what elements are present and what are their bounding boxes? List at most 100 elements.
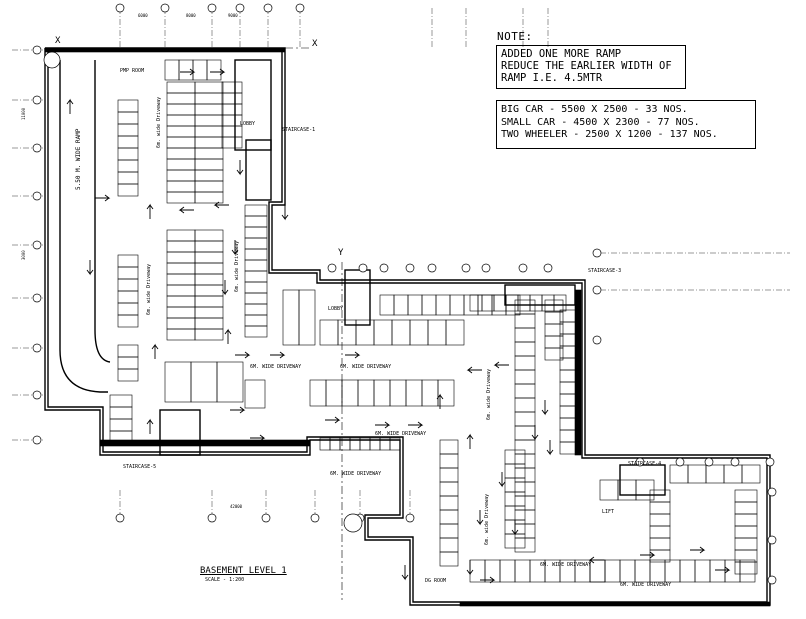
grid-bubble [481, 263, 491, 273]
parking-bay [439, 537, 459, 553]
parking-bay [734, 501, 758, 515]
parking-bay [244, 281, 268, 294]
parking-bay [194, 273, 224, 286]
parking-bay [194, 295, 224, 308]
stair-label: STAIRCASE-4 [628, 461, 661, 467]
parking-bay [734, 513, 758, 527]
parking-bay [166, 240, 196, 253]
parking-bay [325, 379, 343, 407]
driveway-label: 6m. wide Driveway [156, 97, 162, 148]
traffic-arrow [531, 425, 539, 441]
parking-bay [194, 317, 224, 330]
grid-bubble [207, 3, 217, 13]
lobby-label: LOBBY [240, 121, 255, 127]
driveway-label: 6M. WIDE DRIVEWAY [330, 471, 381, 477]
parking-bay [194, 114, 224, 127]
parking-bay [514, 397, 536, 413]
spec-row: TWO WHEELER - 2500 X 1200 - 137 NOS. [501, 129, 718, 140]
dim-label: 9000 [228, 13, 238, 18]
parking-bay [244, 215, 268, 228]
traffic-arrow [511, 520, 519, 536]
parking-bay [389, 379, 407, 407]
traffic-arrow [466, 366, 482, 374]
grid-bubble [592, 285, 602, 295]
grid-bubble [32, 143, 42, 153]
drawing-title: BASEMENT LEVEL 1 [200, 566, 287, 576]
note-line: RAMP I.E. 4.5MTR [501, 72, 603, 84]
dim-label: 11000 [21, 107, 26, 120]
building-walls [44, 47, 771, 606]
parking-bay [617, 479, 637, 501]
traffic-arrows [66, 68, 731, 584]
grid-bubble [518, 263, 528, 273]
parking-bay [309, 379, 327, 407]
traffic-arrow [480, 576, 496, 584]
parking-bay [514, 341, 536, 357]
parking-bay [117, 302, 139, 316]
parking-bay [117, 314, 139, 328]
parking-bay [337, 319, 357, 346]
parking-bay [427, 319, 447, 346]
note-line: ADDED ONE MORE RAMP [501, 48, 622, 60]
ramp-curve [94, 60, 111, 363]
parking-bay [649, 513, 671, 527]
parking-bay [194, 262, 224, 275]
dim-label: 8000 [186, 13, 196, 18]
parking-bay [669, 464, 689, 484]
room-label: DG ROOM [425, 578, 446, 584]
parking-bay [166, 169, 196, 182]
traffic-arrow [151, 343, 159, 359]
traffic-arrow [213, 201, 229, 209]
parking-bay [373, 379, 391, 407]
note-heading: NOTE: [497, 30, 533, 43]
traffic-arrow [690, 546, 706, 554]
grid-bubble [767, 487, 777, 497]
traffic-arrow [436, 393, 444, 409]
parking-bay [445, 319, 465, 346]
spec-row: SMALL CAR - 4500 X 2300 - 77 NOS. [501, 116, 700, 128]
parking-bay [469, 294, 483, 312]
parking-bay [705, 464, 725, 484]
grid-bubble [327, 263, 337, 273]
parking-bay [449, 294, 465, 316]
parking-bay [514, 355, 536, 371]
parking-bay [166, 158, 196, 171]
parking-bay [244, 248, 268, 261]
grid-bubble [675, 457, 685, 467]
parking-bay [493, 294, 507, 312]
traffic-arrow [224, 328, 232, 344]
parking-bay [194, 147, 224, 160]
grid-bubble [235, 3, 245, 13]
parking-bay [389, 437, 401, 451]
grid-bubbles [32, 3, 777, 585]
parking-bay [221, 103, 243, 116]
parking-bay [194, 191, 224, 204]
traffic-arrow [325, 416, 341, 424]
parking-bay [244, 303, 268, 316]
parking-bay [221, 125, 243, 138]
parking-bay [166, 92, 196, 105]
driveway-label: 6m. wide Driveway [146, 264, 152, 315]
parking-bay [393, 294, 409, 316]
parking-bay [439, 495, 459, 511]
section-mark: X [312, 39, 318, 49]
parking-bay [619, 559, 636, 583]
parking-bay [244, 226, 268, 239]
parking-bay [194, 328, 224, 341]
parking-bay [166, 284, 196, 297]
parking-bay [166, 251, 196, 264]
traffic-arrow [546, 440, 554, 456]
parking-bay [164, 361, 192, 403]
parking-bay [649, 537, 671, 551]
grid-bubble [543, 263, 553, 273]
parking-bay [734, 561, 758, 575]
driveway-label: 6M. WIDE DRIVEWAY [540, 562, 591, 568]
traffic-arrow [588, 556, 604, 564]
grid-bubble [263, 3, 273, 13]
dim-label: 3000 [21, 250, 26, 260]
parking-bay [166, 295, 196, 308]
parking-bay [421, 294, 437, 316]
driveway-label: 6m. wide Driveway [484, 494, 490, 545]
parking-bay [514, 313, 536, 329]
note-line: REDUCE THE EARLIER WIDTH OF [501, 60, 672, 72]
